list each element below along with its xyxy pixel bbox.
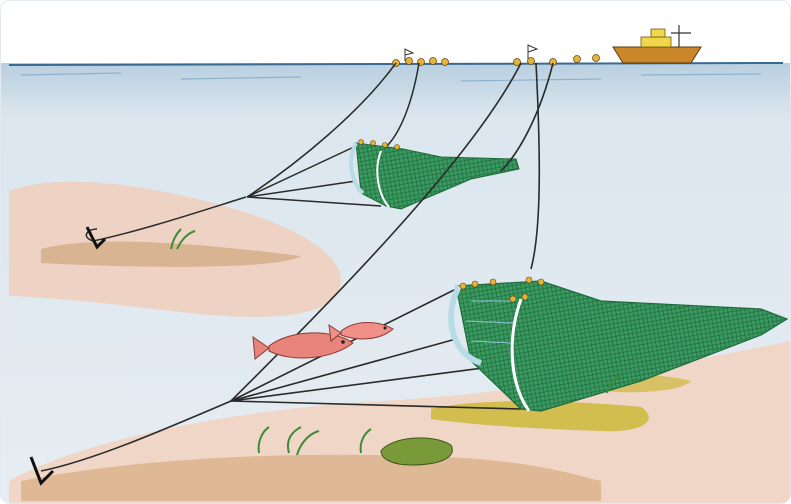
illustration-frame	[0, 0, 791, 504]
trawl-net-illustration	[1, 1, 791, 504]
